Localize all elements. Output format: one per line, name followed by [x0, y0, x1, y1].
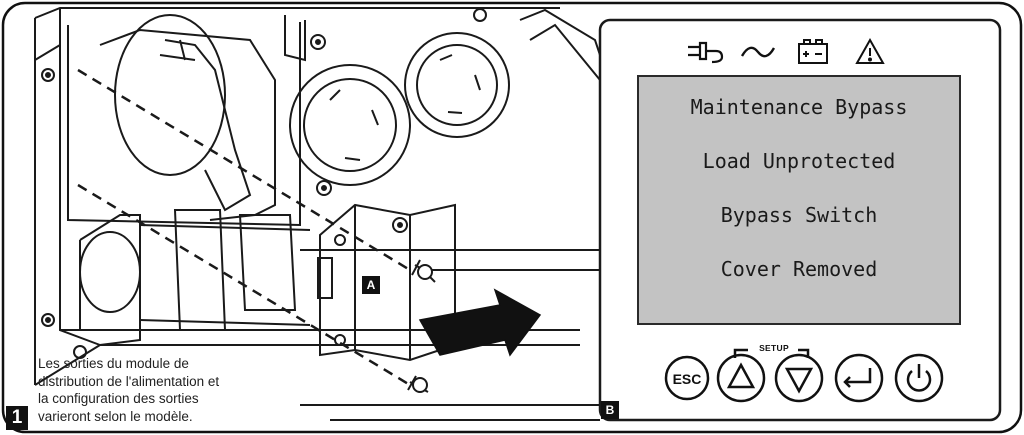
lcd-line-2: Load Unprotected: [702, 149, 896, 173]
power-button[interactable]: [894, 353, 944, 403]
power-icon: [906, 364, 932, 392]
lcd-screen: Maintenance Bypass Load Unprotected Bypa…: [637, 75, 961, 325]
step-number: 1: [6, 406, 28, 430]
callout-a: A: [362, 276, 380, 294]
ups-rear-panel: [34, 7, 601, 421]
battery-icon: [798, 39, 828, 64]
callout-b: B: [601, 401, 619, 419]
caption-text: Les sorties du module de distribution de…: [38, 355, 288, 425]
up-arrow-icon: [726, 362, 756, 389]
caption-line: varieront selon le modèle.: [38, 408, 193, 424]
ac-wave-icon: [740, 46, 776, 58]
plug-icon: [688, 41, 724, 64]
lcd-line-4: Cover Removed: [720, 257, 878, 281]
down-arrow-icon: [784, 367, 814, 394]
warning-icon: [855, 37, 885, 64]
down-button[interactable]: [774, 353, 824, 403]
lcd-line-1: Maintenance Bypass: [690, 95, 908, 119]
esc-button[interactable]: [664, 355, 710, 401]
caption-line: distribution de l'alimentation et: [38, 373, 220, 389]
lcd-line-3: Bypass Switch: [720, 203, 878, 227]
alignment-lines: [77, 68, 411, 387]
caption-line: Les sorties du module de: [38, 356, 189, 371]
enter-button[interactable]: [834, 353, 884, 403]
esc-label: ESC: [672, 371, 702, 387]
enter-icon: [843, 368, 872, 388]
removal-arrow: [418, 288, 542, 357]
button-row: [664, 348, 944, 403]
caption-line: la configuration des sorties: [38, 391, 199, 406]
up-button[interactable]: [716, 353, 766, 403]
setup-label: SETUP: [759, 343, 789, 353]
